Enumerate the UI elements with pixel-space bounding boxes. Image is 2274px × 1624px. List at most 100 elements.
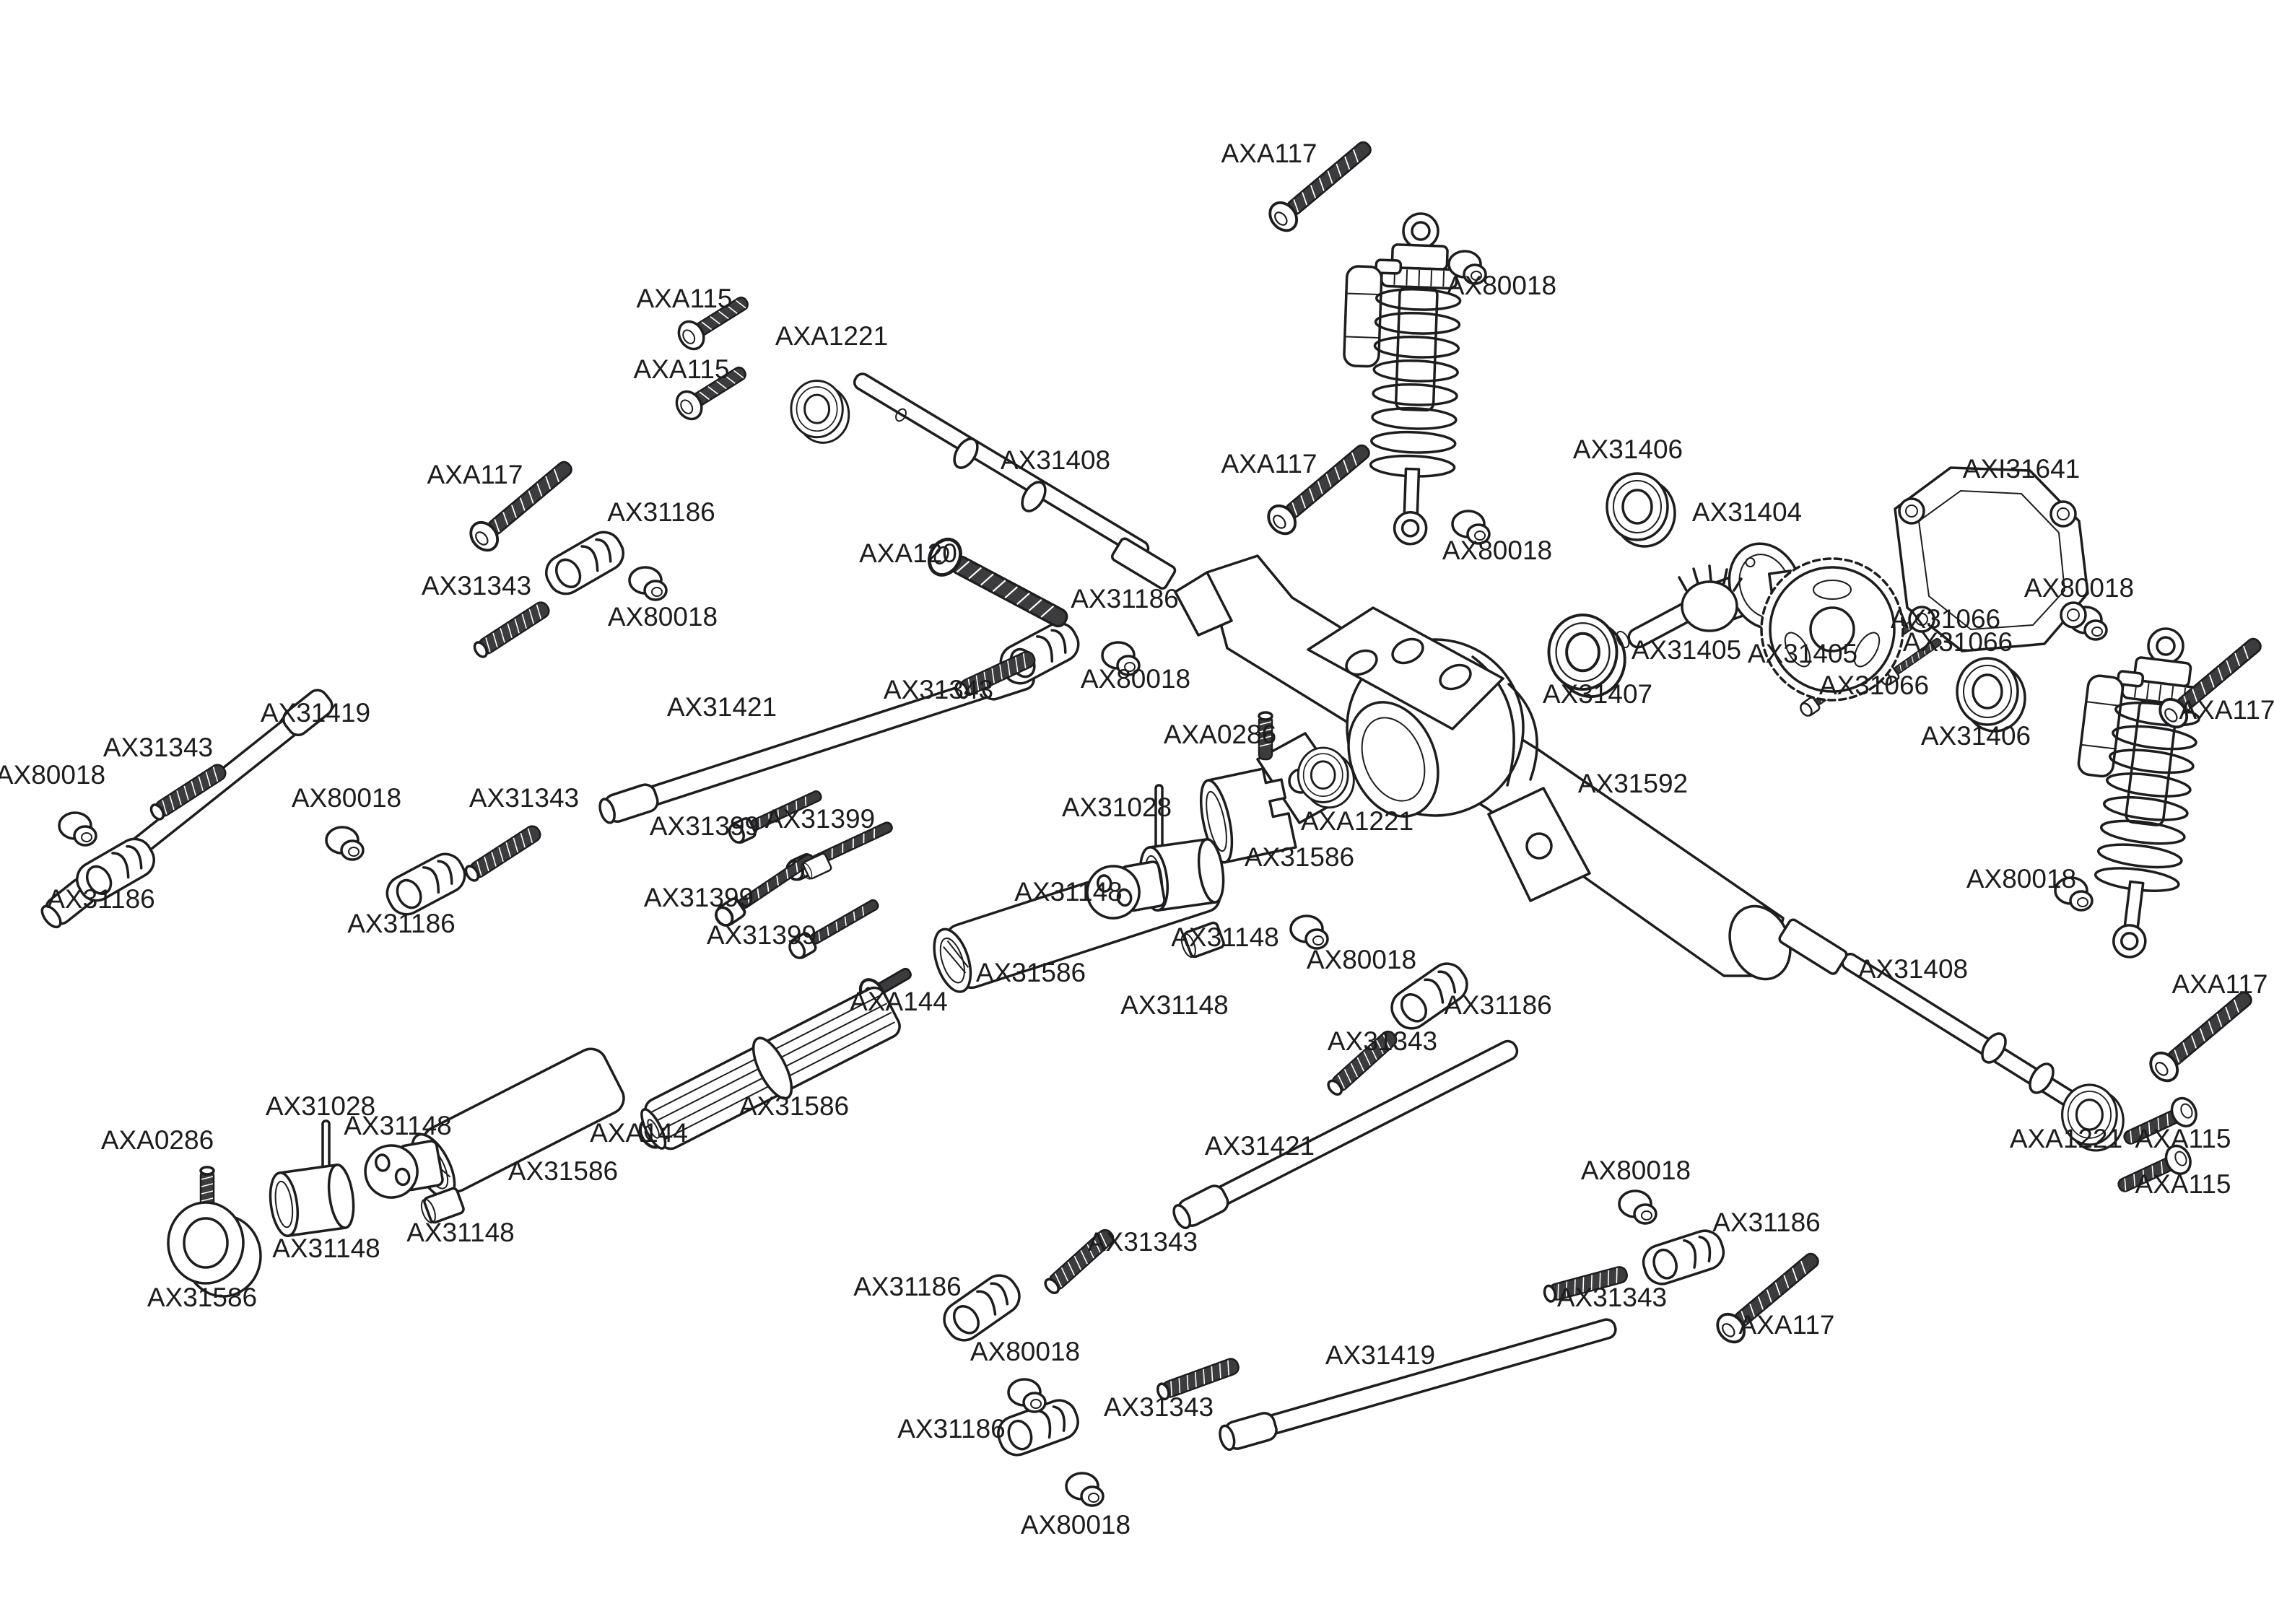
part-label-ax80018: AX80018 [970, 1337, 1080, 1366]
part-label-ax31406: AX31406 [1573, 435, 1683, 464]
part-label-axa1221: AXA1221 [1301, 806, 1413, 836]
part-label-ax31343: AX31343 [422, 571, 531, 601]
screw-axa117 [2143, 982, 2261, 1088]
part-label-ax31399: AX31399 [765, 804, 875, 834]
part-label-ax80018: AX80018 [1021, 1510, 1131, 1540]
shock-absorber-top [1338, 211, 1463, 546]
part-label-ax31028: AX31028 [266, 1091, 375, 1121]
part-label-ax31586: AX31586 [147, 1283, 257, 1312]
part-label-ax80018: AX80018 [292, 783, 401, 813]
rod-end [993, 616, 1086, 691]
part-label-ax31399: AX31399 [707, 920, 816, 950]
part-label-ax31586: AX31586 [739, 1091, 849, 1121]
part-label-ax31186: AX31186 [1071, 584, 1179, 614]
link-ax31419-bottom [1219, 1318, 1617, 1451]
part-label-axa144: AXA144 [850, 987, 948, 1016]
part-label-ax31148: AX31148 [272, 1234, 380, 1263]
part-label-ax31186: AX31186 [1712, 1208, 1821, 1237]
driveshaft-right [1778, 918, 2092, 1117]
part-label-ax31399: AX31399 [650, 811, 759, 841]
part-label-ax31148: AX31148 [1014, 877, 1123, 907]
part-label-ax31406: AX31406 [1921, 721, 2031, 751]
part-label-ax31407: AX31407 [1543, 679, 1652, 709]
part-label-ax31343: AX31343 [1088, 1227, 1198, 1257]
part-label-ax31186: AX31186 [347, 909, 456, 938]
part-label-ax31186: AX31186 [47, 884, 155, 914]
part-label-ax80018: AX80018 [1307, 945, 1416, 974]
pinion-gear-ax31405 [1616, 564, 1743, 649]
part-label-ax31421: AX31421 [1205, 1131, 1315, 1161]
part-label-axa117: AXA117 [427, 460, 523, 489]
pivot-ball-bushing [325, 826, 365, 861]
driveshaft-cup [265, 1161, 359, 1239]
part-label-axa115: AXA115 [2135, 1169, 2231, 1199]
part-label-axa120: AXA120 [859, 538, 957, 568]
pivot-ball-bushing [1618, 1189, 1657, 1225]
part-label-ax80018: AX80018 [2024, 573, 2134, 603]
part-label-axa117: AXA117 [1738, 1310, 1834, 1340]
part-label-axa115: AXA115 [2135, 1124, 2231, 1153]
pivot-ball-bushing [1065, 1472, 1105, 1507]
part-label-axa117: AXA117 [2179, 695, 2274, 725]
part-label-ax31343: AX31343 [884, 675, 993, 704]
part-label-ax31419: AX31419 [1325, 1340, 1435, 1370]
part-label-ax31148: AX31148 [1120, 990, 1229, 1020]
part-label-ax31186: AX31186 [607, 497, 715, 527]
threaded-stud [462, 822, 544, 884]
threaded-stud [471, 598, 553, 660]
part-label-ax31404: AX31404 [1692, 497, 1802, 527]
part-label-ax31421: AX31421 [667, 692, 777, 722]
part-label-ax31399: AX31399 [644, 883, 754, 912]
part-label-ax31186: AX31186 [853, 1272, 962, 1301]
part-label-ax31148: AX31148 [1171, 922, 1279, 952]
ring-gear-ax31405 [1760, 557, 1904, 702]
part-label-axa0286: AXA0286 [101, 1125, 214, 1155]
part-label-ax31066: AX31066 [1903, 627, 2013, 657]
pivot-ball-bushing [628, 566, 668, 601]
drive-ring [167, 1201, 262, 1298]
part-label-axa117: AXA117 [2171, 969, 2268, 999]
splined-shaft [640, 986, 901, 1151]
driveshaft-top [853, 372, 1177, 590]
part-label-ax80018: AX80018 [608, 602, 718, 632]
part-label-ax80018: AX80018 [1442, 536, 1552, 565]
part-label-ax31028: AX31028 [1062, 793, 1172, 822]
diff-cover-axi31641 [1894, 466, 2089, 652]
part-label-axa144: AXA144 [590, 1118, 688, 1148]
part-label-ax80018: AX80018 [1966, 864, 2076, 894]
part-label-axa1221: AXA1221 [775, 321, 888, 351]
part-label-ax31405: AX31405 [1748, 639, 1857, 668]
pivot-ball-bushing [58, 811, 97, 847]
part-label-axa117: AXA117 [1221, 449, 1317, 479]
splined-clamp [1199, 767, 1297, 864]
part-label-ax80018: AX80018 [1447, 271, 1556, 300]
part-label-ax31186: AX31186 [1444, 990, 1552, 1020]
part-label-ax31066: AX31066 [1891, 604, 2000, 634]
bearing-axa1221 [790, 380, 850, 444]
part-label-ax31343: AX31343 [1104, 1392, 1214, 1422]
pivot-ball-bushing [1007, 1378, 1047, 1413]
part-label-ax80018: AX80018 [1081, 664, 1190, 694]
part-label-axa115: AXA115 [636, 284, 732, 313]
bearing-ax31406 [1956, 657, 2026, 733]
part-label-ax31586: AX31586 [1245, 842, 1354, 872]
part-label-ax31592: AX31592 [1578, 769, 1688, 798]
part-label-ax31408: AX31408 [1858, 954, 1968, 984]
part-label-ax31066: AX31066 [1819, 671, 1929, 700]
part-label-ax31419: AX31419 [261, 698, 370, 728]
part-label-ax31586: AX31586 [508, 1156, 618, 1186]
part-label-ax31343: AX31343 [103, 733, 213, 762]
part-label-axa0286: AXA0286 [1164, 720, 1276, 749]
rod-end [539, 524, 631, 602]
part-label-axi31641: AXI31641 [1963, 454, 2081, 484]
part-label-ax31186: AX31186 [897, 1414, 1006, 1444]
part-label-ax31148: AX31148 [344, 1111, 452, 1140]
part-label-ax31343: AX31343 [1557, 1283, 1667, 1312]
part-label-axa1221: AXA1221 [2010, 1124, 2122, 1153]
part-label-ax31148: AX31148 [406, 1218, 515, 1247]
part-label-ax31343: AX31343 [469, 783, 579, 813]
part-label-axa117: AXA117 [1221, 139, 1317, 168]
part-label-ax80018: AX80018 [1581, 1156, 1691, 1185]
part-label-ax31343: AX31343 [1328, 1026, 1437, 1056]
